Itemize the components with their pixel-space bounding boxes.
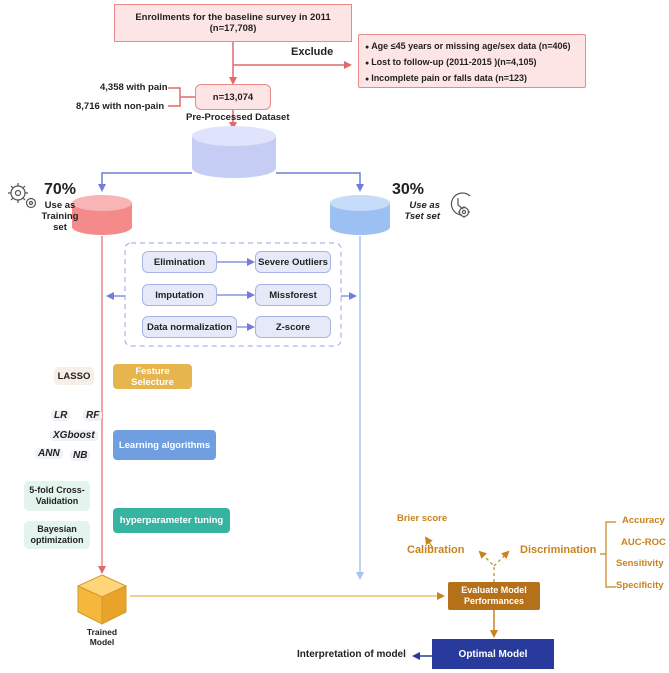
cube-icon xyxy=(76,574,128,625)
brier-score-label: Brier score xyxy=(397,513,448,524)
exclusion-criteria-box: ● Age ≤45 years or missing age/sex data … xyxy=(358,34,586,88)
non-pain-count: 8,716 with non-pain xyxy=(76,101,165,112)
gear-icon xyxy=(8,183,37,209)
elimination-step: Elimination xyxy=(142,251,217,273)
metric-auc-roc: AUC-ROC xyxy=(621,537,666,548)
database-icon xyxy=(192,126,276,178)
discrimination-label: Discrimination xyxy=(520,544,597,556)
metric-specificity: Specificity xyxy=(616,580,664,591)
missforest-result: Missforest xyxy=(255,284,331,306)
interpretation-label: Interpretation of model xyxy=(297,649,406,660)
hyperparameter-tuning-stage: hyperparameter tuning xyxy=(113,508,230,533)
training-percent: 70% xyxy=(44,181,77,198)
clock-gear-icon xyxy=(450,192,471,218)
algorithm-lr: LR xyxy=(51,410,71,421)
learning-algorithms-stage: Learning algorithms xyxy=(113,430,216,460)
sample-size-box: n=13,074 xyxy=(195,84,271,110)
algorithm-nb: NB xyxy=(70,450,91,461)
lasso-method: LASSO xyxy=(54,367,94,385)
brier-arrow xyxy=(424,536,434,549)
dataset-split-arrows xyxy=(98,172,364,192)
metric-accuracy: Accuracy xyxy=(622,515,665,526)
sample-split-bracket xyxy=(168,87,195,107)
exclusion-item: ● Lost to follow-up (2011-2015 )(n=4,105… xyxy=(365,57,537,67)
calibration-label: Calibration xyxy=(407,544,465,556)
normalization-step: Data normalization xyxy=(142,316,237,338)
cross-validation-method: 5-fold Cross-Validation xyxy=(24,481,90,511)
testing-percent: 30% xyxy=(392,181,425,198)
enrollment-count: (n=17,708) xyxy=(209,23,257,34)
z-score-result: Z-score xyxy=(255,316,331,338)
metric-sensitivity: Sensitivity xyxy=(616,558,664,569)
exclusion-item: ● Incomplete pain or falls data (n=123) xyxy=(365,73,527,83)
algorithm-ann: ANN xyxy=(35,448,63,459)
training-database-icon xyxy=(72,195,132,235)
preprocess-row-arrows xyxy=(217,258,255,331)
metrics-brace xyxy=(600,521,616,588)
feature-selection-stage: Festure Selecture xyxy=(113,364,192,389)
dataset-title: Pre-Processed Dataset xyxy=(186,112,290,123)
algorithm-rf: RF xyxy=(83,410,103,421)
evaluate-branch-lines xyxy=(478,550,510,582)
enrollment-title: Enrollments for the baseline survey in 2… xyxy=(135,12,331,23)
optimal-model-box: Optimal Model xyxy=(432,639,554,669)
testing-database-icon xyxy=(330,195,390,235)
algorithm-xgboost: XGboost xyxy=(50,430,98,441)
exclusion-item: ● Age ≤45 years or missing age/sex data … xyxy=(365,41,571,51)
preprocess-group-border xyxy=(124,242,342,347)
pain-count: 4,358 with pain xyxy=(100,82,168,93)
imputation-step: Imputation xyxy=(142,284,217,306)
severe-outliers-result: Severe Outliers xyxy=(255,251,331,273)
enrollment-box: Enrollments for the baseline survey in 2… xyxy=(114,4,352,42)
exclude-label: Exclude xyxy=(291,46,334,58)
